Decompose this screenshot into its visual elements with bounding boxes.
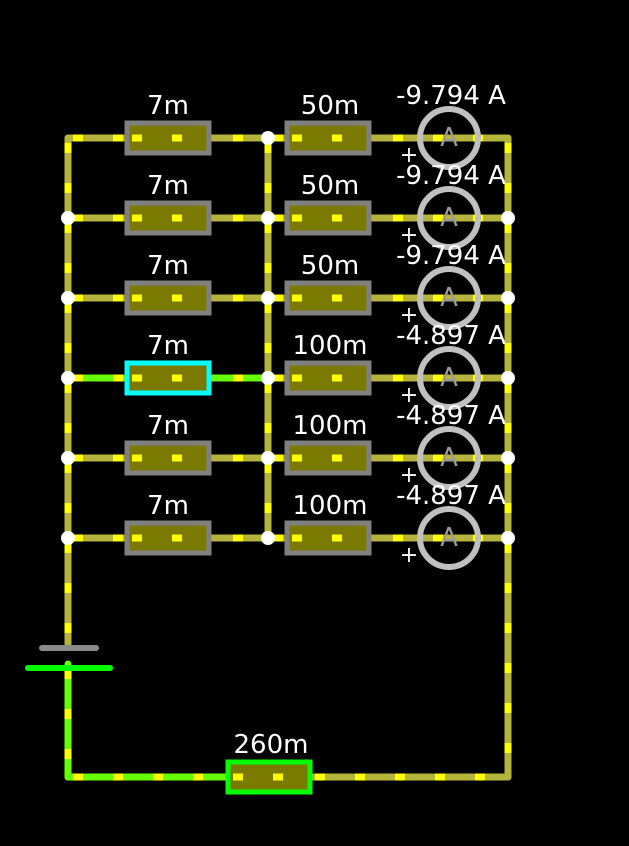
resistor-row-5-right-label: 100m <box>293 411 368 441</box>
resistor-row-4-right-label: 100m <box>293 331 368 361</box>
ammeter-row-5-symbol: A <box>440 443 458 473</box>
ammeter-row-4-polarity-sign: + <box>400 383 418 408</box>
junction-node[interactable] <box>501 211 515 225</box>
ammeter-row-3-reading: -9.794 A <box>396 241 506 271</box>
resistor-row-1-right-label: 50m <box>301 91 359 121</box>
resistor-row-3-right-label: 50m <box>301 251 359 281</box>
ammeter-row-1[interactable] <box>417 106 481 170</box>
ammeter-row-6-symbol: A <box>440 523 458 553</box>
junction-node[interactable] <box>61 291 75 305</box>
junction-node[interactable] <box>61 211 75 225</box>
junction-node[interactable] <box>501 451 515 465</box>
ammeter-row-4[interactable] <box>417 346 481 410</box>
junction-node[interactable] <box>261 291 275 305</box>
junction-node[interactable] <box>261 531 275 545</box>
ammeter-row-6-reading: -4.897 A <box>396 481 506 511</box>
ammeter-row-1-reading: -9.794 A <box>396 81 506 111</box>
resistor-row-2-left-label: 7m <box>147 171 189 201</box>
ammeter-row-3-polarity-sign: + <box>400 303 418 328</box>
resistor-row-6-left-label: 7m <box>147 491 189 521</box>
ammeter-row-4-symbol: A <box>440 363 458 393</box>
ammeter-row-3-symbol: A <box>440 283 458 313</box>
resistor-row-1-left[interactable] <box>124 120 212 156</box>
resistor-row-1-left-label: 7m <box>147 91 189 121</box>
ammeter-row-2-polarity-sign: + <box>400 223 418 248</box>
ammeter-row-4-reading: -4.897 A <box>396 321 506 351</box>
junction-node[interactable] <box>261 131 275 145</box>
resistor-row-5-left-label: 7m <box>147 411 189 441</box>
ammeter-row-1-symbol: A <box>440 123 458 153</box>
bottom-resistor-label: 260m <box>234 730 309 760</box>
ammeter-row-5[interactable] <box>417 426 481 490</box>
junction-node[interactable] <box>61 531 75 545</box>
ammeter-row-6[interactable] <box>417 506 481 570</box>
resistor-row-2-right-label: 50m <box>301 171 359 201</box>
ammeter-row-6-polarity-sign: + <box>400 543 418 568</box>
resistor-row-4-left-label: 7m <box>147 331 189 361</box>
ammeter-row-5-reading: -4.897 A <box>396 401 506 431</box>
resistor-row-3-left-label: 7m <box>147 251 189 281</box>
ammeter-row-5-polarity-sign: + <box>400 463 418 488</box>
resistor-row-6-right-label: 100m <box>293 491 368 521</box>
ammeter-row-2-symbol: A <box>440 203 458 233</box>
junction-node[interactable] <box>261 371 275 385</box>
junction-node[interactable] <box>61 451 75 465</box>
junction-node[interactable] <box>501 291 515 305</box>
ammeter-row-3[interactable] <box>417 266 481 330</box>
ammeter-row-1-polarity-sign: + <box>400 143 418 168</box>
ammeter-row-2[interactable] <box>417 186 481 250</box>
junction-node[interactable] <box>261 211 275 225</box>
junction-node[interactable] <box>501 531 515 545</box>
ammeter-row-2-reading: -9.794 A <box>396 161 506 191</box>
junction-node[interactable] <box>501 371 515 385</box>
junction-node[interactable] <box>261 451 275 465</box>
junction-node[interactable] <box>61 371 75 385</box>
